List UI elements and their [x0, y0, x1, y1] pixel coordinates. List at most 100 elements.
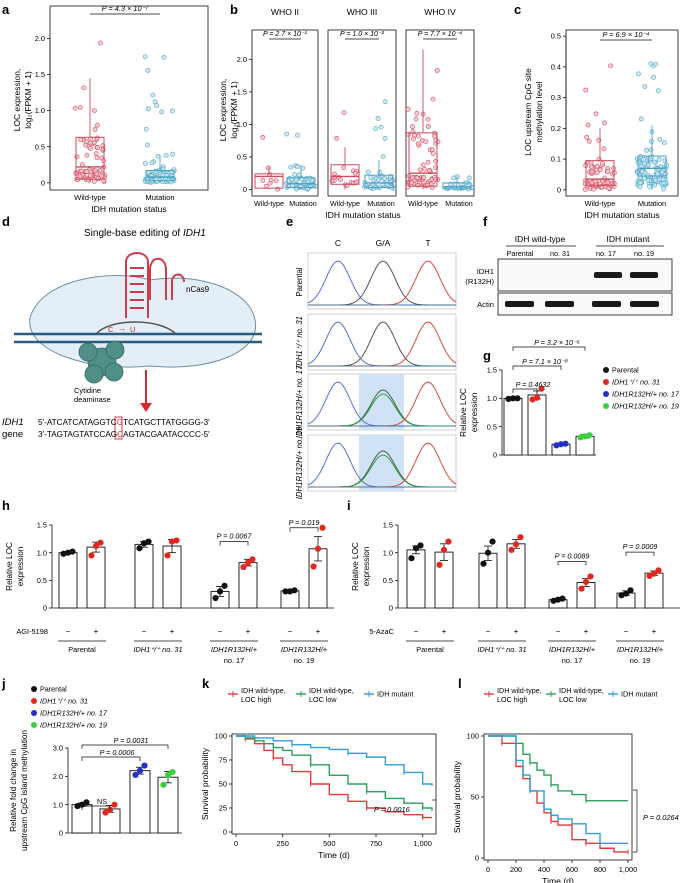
box-mutation-point [145, 142, 150, 148]
legend-dot [603, 403, 609, 409]
box-wildtype-point [588, 160, 594, 166]
box-mutation-point [637, 184, 643, 190]
box-wildtype-point [94, 135, 100, 141]
base-label-t: T [425, 238, 430, 248]
box-wildtype-point [88, 140, 94, 146]
band-actin-parental [505, 301, 534, 307]
gene-label-2: gene [2, 429, 23, 440]
y-axis-label: LOC upstream CpG site [524, 68, 533, 156]
legend-label: Parental [40, 685, 67, 694]
box-wildtype-point [413, 116, 419, 122]
treatment-sign: + [316, 627, 321, 636]
x-tick-wildtype: Wild-type [330, 199, 360, 208]
lane-19: no. 19 [634, 249, 654, 258]
bar [506, 543, 526, 609]
down-arrow-icon [140, 403, 152, 412]
data-point [145, 538, 152, 545]
y-tick-label: 1.0 [383, 548, 393, 557]
box-mutation-point [661, 140, 667, 146]
data-point [517, 534, 524, 541]
box-wildtype-point [425, 116, 431, 122]
data-point [489, 538, 496, 545]
x-tick-wildtype: Wild-type [74, 193, 106, 202]
treatment-sign: + [584, 627, 589, 636]
y-axis-label: LOC expression, [12, 69, 22, 131]
box-wildtype-box [330, 164, 360, 185]
p-bracket [81, 744, 169, 749]
y-axis-label-2: upstream CpG island methylation [20, 730, 29, 851]
box-wildtype-point [87, 172, 93, 178]
box-wildtype-point [608, 63, 613, 69]
box-wildtype-point [410, 136, 416, 142]
x-tick-label: 0 [234, 839, 238, 848]
box-mutation-point [378, 124, 384, 130]
treatment-sign: + [652, 627, 657, 636]
bar [58, 552, 78, 609]
y-axis-label-2: expression [470, 392, 479, 432]
y-tick-label: 0 [389, 604, 393, 613]
data-point [92, 542, 100, 550]
y-axis-label-2: methylation level [535, 81, 544, 142]
p-bracket [633, 789, 638, 853]
box-mutation-point [641, 175, 647, 181]
box-wildtype-point [434, 68, 440, 73]
p-bracket [219, 541, 249, 546]
facet-title: WHO III [347, 7, 378, 17]
box-wildtype-point [265, 165, 271, 171]
box-wildtype-point [260, 177, 266, 183]
panel-letter-k: k [202, 676, 210, 691]
group-label-2: no. 19 [294, 656, 315, 665]
y-tick-label: 2.0 [237, 55, 247, 64]
box-wildtype-point [91, 178, 97, 184]
group-label: IDH1R132H/+ [549, 645, 596, 654]
data-point [160, 781, 167, 788]
y-tick-label: 100 [467, 732, 479, 741]
panel-f-western-blot: IDH wild-type IDH mutant Parental no. 31… [465, 234, 673, 316]
box-wildtype-point [95, 145, 101, 150]
p-value: P = 0.4632 [516, 380, 551, 389]
ncas9-label: nCas9 [186, 285, 210, 294]
box-wildtype-point [405, 184, 411, 190]
box-mutation-point [642, 161, 648, 166]
y-tick-label: 0.5 [37, 576, 47, 585]
y-tick-label: 2.0 [35, 34, 45, 43]
box-mutation-point [365, 169, 371, 175]
p-value: P = 4.3 × 10⁻⁷ [102, 4, 149, 13]
box-mutation-point [466, 175, 472, 181]
box-wildtype-point [422, 167, 428, 172]
box-wildtype-point [593, 111, 599, 117]
data-point [141, 762, 148, 769]
chromatogram-highlight [359, 435, 404, 491]
box-wildtype-point [267, 180, 273, 186]
box-mutation-point [380, 154, 386, 160]
x-tick-mutation: Mutation [445, 199, 473, 208]
box-wildtype-point [94, 171, 100, 177]
y-axis-label-2: log₂(FPKM + 1) [229, 81, 239, 139]
survival-line [236, 735, 433, 786]
base-label-c: C [335, 238, 341, 248]
box-mutation-box [364, 174, 394, 189]
group-label: IDH1R132H/+ [617, 645, 664, 654]
y-axis-label-2: expression [16, 546, 25, 586]
box-wildtype-point [416, 133, 421, 139]
data-point [627, 587, 634, 594]
box-wildtype-point [78, 137, 84, 143]
blot-row-actin: Actin [477, 300, 494, 309]
panel-letter-l: l [458, 676, 462, 691]
box-wildtype-point [329, 178, 335, 184]
y-axis-label: LOC expression, [218, 79, 228, 141]
x-axis-label: IDH mutation status [584, 210, 659, 220]
y-tick-label: 100 [215, 732, 227, 741]
legend-label-2: LOC low [559, 695, 587, 704]
box-wildtype-point [341, 110, 347, 115]
box-mutation-box [145, 170, 175, 182]
y-axis-label: Relative LOC [351, 542, 360, 591]
box-mutation-point [649, 139, 654, 144]
group-label: IDH1R132H/+ [281, 645, 328, 654]
box-mutation-point [149, 160, 155, 166]
survival-line [488, 735, 628, 802]
blot-group-mut: IDH mutant [607, 234, 651, 244]
